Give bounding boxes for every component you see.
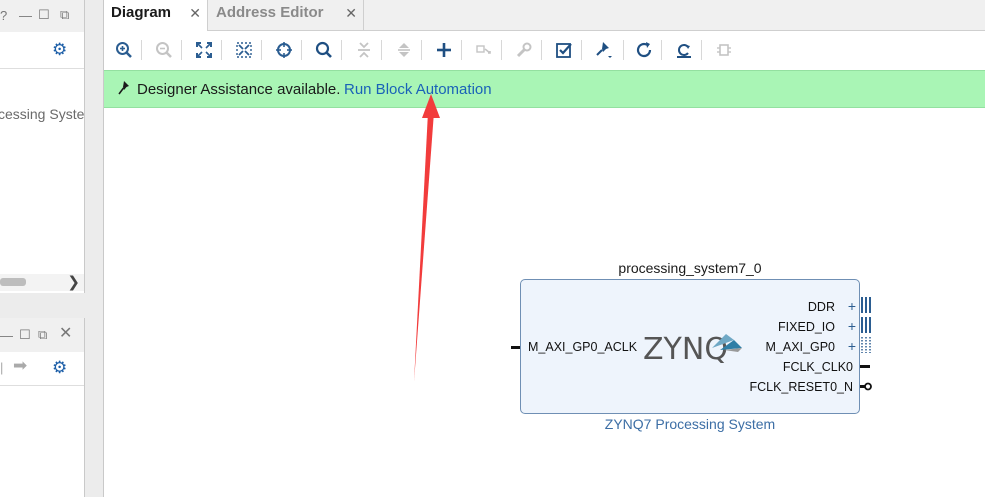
- zoom-fit-icon[interactable]: [193, 39, 215, 61]
- pane-splitter[interactable]: [0, 293, 85, 318]
- port-label-m-axi-gp0: M_AXI_GP0: [765, 340, 835, 354]
- port-label-fclk-clk0: FCLK_CLK0: [782, 360, 853, 374]
- crosshair-icon[interactable]: [273, 39, 295, 61]
- wrench-icon[interactable]: [513, 39, 535, 61]
- output-pins[interactable]: [860, 295, 874, 405]
- make-external-icon[interactable]: [473, 39, 495, 61]
- sources-panel: ? — ☐ ⧉ ⚙ cessing System ❯: [0, 0, 85, 293]
- diagram-window: Diagram ✕ Address Editor ✕: [104, 0, 985, 497]
- expand-all-icon[interactable]: [393, 39, 415, 61]
- optimize-routing-icon[interactable]: [673, 39, 695, 61]
- zynq-logo: ZYNQ: [643, 332, 728, 367]
- block-caption: ZYNQ7 Processing System: [604, 416, 776, 432]
- tab-address-editor[interactable]: Address Editor ✕: [209, 0, 364, 30]
- chip-icon[interactable]: [713, 39, 735, 61]
- minimize-icon[interactable]: —: [0, 328, 13, 343]
- help-icon[interactable]: ?: [0, 8, 8, 23]
- fit-selection-icon[interactable]: [233, 39, 255, 61]
- close-icon[interactable]: ✕: [345, 5, 357, 21]
- maximize-icon[interactable]: ☐: [19, 327, 31, 342]
- port-label-m-axi-gp0-aclk: M_AXI_GP0_ACLK: [528, 340, 638, 354]
- tab-diagram[interactable]: Diagram ✕: [104, 0, 208, 31]
- forward-arrow-icon[interactable]: ➡: [13, 356, 28, 375]
- expand-m-axi-gp0-icon[interactable]: +: [847, 338, 856, 354]
- collapse-all-icon[interactable]: [353, 39, 375, 61]
- float-window-icon[interactable]: ⧉: [38, 327, 48, 342]
- sources-panel-header: ? — ☐ ⧉: [0, 0, 84, 32]
- zynq-swoosh-icon: [712, 332, 744, 359]
- pin-icon[interactable]: [593, 39, 615, 61]
- properties-panel-header: — ☐ ⧉ ✕: [0, 318, 84, 352]
- sources-panel-toolbar: ⚙: [0, 33, 84, 69]
- port-label-ddr: DDR: [807, 300, 835, 314]
- port-label-fixed-io: FIXED_IO: [778, 320, 835, 334]
- regenerate-layout-icon[interactable]: [633, 39, 655, 61]
- maximize-icon[interactable]: ☐: [38, 7, 50, 22]
- port-pin-m-axi-gp0-aclk[interactable]: [511, 346, 520, 349]
- gear-icon[interactable]: ⚙: [52, 40, 68, 59]
- expand-fixed-io-icon[interactable]: +: [847, 318, 856, 334]
- zynq-logo-text: ZYNQ: [643, 332, 728, 367]
- banner-message: Designer Assistance available.: [137, 81, 341, 98]
- diagram-canvas[interactable]: processing_system7_0 M_AXI_GP0_ACLK ZYNQ…: [104, 108, 985, 497]
- run-block-automation-link[interactable]: Run Block Automation: [344, 81, 492, 98]
- minimize-icon[interactable]: —: [19, 8, 32, 23]
- port-label-fclk-reset0-n: FCLK_RESET0_N: [749, 380, 853, 394]
- gear-icon[interactable]: ⚙: [52, 358, 68, 377]
- zoom-in-icon[interactable]: [113, 39, 135, 61]
- float-window-icon[interactable]: ⧉: [60, 7, 70, 22]
- block-instance-name: processing_system7_0: [618, 260, 762, 276]
- close-icon[interactable]: ✕: [189, 5, 201, 21]
- pin-icon: [117, 80, 131, 100]
- properties-panel-toolbar: | ➡ ⚙: [0, 353, 84, 386]
- designer-assistance-banner: Designer Assistance available. Run Block…: [104, 70, 985, 108]
- properties-panel: — ☐ ⧉ ✕ | ➡ ⚙: [0, 318, 85, 497]
- validate-design-icon[interactable]: [553, 39, 575, 61]
- tab-bar: Diagram ✕ Address Editor ✕: [104, 0, 985, 31]
- scrollbar-thumb[interactable]: [0, 278, 26, 286]
- zoom-out-icon[interactable]: [153, 39, 175, 61]
- scroll-right-icon[interactable]: ❯: [67, 274, 80, 291]
- expand-ddr-icon[interactable]: +: [847, 298, 856, 314]
- divider-icon: |: [0, 360, 4, 375]
- search-icon[interactable]: [313, 39, 335, 61]
- vertical-splitter[interactable]: [85, 0, 104, 497]
- horizontal-scrollbar[interactable]: ❯: [0, 274, 84, 291]
- add-ip-icon[interactable]: [433, 39, 455, 61]
- tab-diagram-label: Diagram: [111, 4, 172, 21]
- tree-item-processing-system[interactable]: cessing System: [0, 106, 85, 122]
- zynq-processing-system-block[interactable]: M_AXI_GP0_ACLK ZYNQ DDR FIXED_IO M_AXI_G…: [511, 279, 860, 414]
- close-icon[interactable]: ✕: [59, 325, 73, 342]
- diagram-toolbar: [104, 31, 985, 69]
- tab-address-editor-label: Address Editor: [216, 4, 324, 21]
